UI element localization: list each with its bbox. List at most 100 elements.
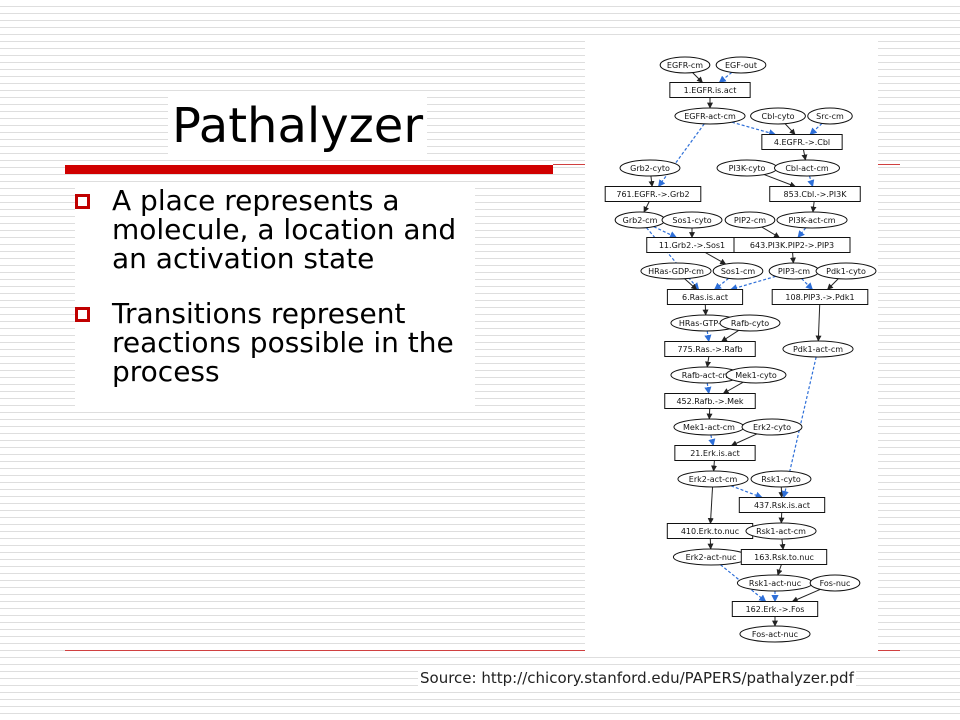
place-ellipse <box>774 159 840 177</box>
dashed-arc <box>713 277 729 290</box>
place-node: Fos-nuc <box>809 574 861 592</box>
node-label: EGFR-act-cm <box>684 112 736 121</box>
transition-node: 1.EGFR.is.act <box>669 82 751 98</box>
transition-node: 162.Erk.->.Fos <box>731 601 819 617</box>
transition-node: 6.Ras.is.act <box>666 289 744 305</box>
transition-node: 775.Ras.->.Rafb <box>664 341 756 357</box>
transition-box <box>769 186 861 202</box>
bullet-list: A place represents a molecule, a locatio… <box>75 186 475 412</box>
place-node: PI3K-cyto <box>716 159 778 177</box>
dashed-arc <box>657 123 705 188</box>
place-ellipse <box>677 470 749 488</box>
solid-arc <box>730 433 758 446</box>
node-label: Grb2-cm <box>623 216 658 225</box>
place-node: Erk2-act-cm <box>677 470 749 488</box>
dashed-arc <box>797 227 807 239</box>
node-label: Erk2-cyto <box>753 423 791 432</box>
place-node: Mek1-cyto <box>725 366 787 384</box>
solid-arc <box>779 538 786 551</box>
node-label: Cbl-act-cm <box>785 164 828 173</box>
node-label: PIP3-cm <box>778 267 810 276</box>
place-node: Sos1-cyto <box>661 211 723 229</box>
node-label: Rsk1-act-cm <box>756 527 806 536</box>
solid-arc <box>776 564 783 576</box>
node-label: Src-cm <box>816 112 844 121</box>
dashed-arc <box>807 175 815 188</box>
transition-node: 21.Erk.is.act <box>674 445 756 461</box>
transition-box <box>733 237 851 253</box>
bullet-text: A place represents a molecule, a locatio… <box>112 184 457 275</box>
node-label: PI3K-act-cm <box>788 216 835 225</box>
place-ellipse <box>659 56 711 74</box>
solid-arc <box>707 486 714 525</box>
transition-node: 108.PIP3.->.Pdk1 <box>771 289 869 305</box>
place-node: EGFR-act-cm <box>674 107 746 125</box>
node-label: 6.Ras.is.act <box>682 293 728 302</box>
node-label: 853.Cbl.->.PI3K <box>784 190 848 199</box>
transition-node: 410.Erk.to.nuc <box>666 523 754 539</box>
transition-box <box>664 393 756 409</box>
place-ellipse <box>725 366 787 384</box>
bullet-item: Transitions represent reactions possible… <box>75 299 475 386</box>
place-ellipse <box>724 211 776 229</box>
transition-box <box>771 289 869 305</box>
solid-arc <box>815 304 822 342</box>
bullet-item: A place represents a molecule, a locatio… <box>75 186 475 273</box>
dashed-arc <box>718 71 733 83</box>
transition-node: 761.EGFR.->.Grb2 <box>604 186 702 202</box>
dashed-arc <box>708 434 716 447</box>
square-bullet-icon <box>75 307 90 322</box>
solid-arc <box>692 72 703 83</box>
node-label: Fos-act-nuc <box>752 630 798 639</box>
solid-arc <box>711 460 718 472</box>
node-label: 643.PI3K.PIP2->.PIP3 <box>750 241 834 250</box>
place-node: Src-cm <box>807 107 853 125</box>
place-ellipse <box>745 522 817 540</box>
place-ellipse <box>712 262 764 280</box>
solid-arc <box>684 278 698 290</box>
node-label: 163.Rsk.to.nuc <box>754 553 814 562</box>
node-label: Rsk1-cyto <box>761 475 801 484</box>
node-label: Fos-nuc <box>820 579 851 588</box>
solid-arc <box>801 149 808 161</box>
node-label: Erk2-act-nuc <box>686 553 737 562</box>
transition-node: 452.Rafb.->.Mek <box>664 393 756 409</box>
solid-arc <box>763 174 796 188</box>
transition-box <box>666 289 744 305</box>
transition-node: 163.Rsk.to.nuc <box>740 549 828 565</box>
place-ellipse <box>741 418 803 436</box>
bullet-text: Transitions represent reactions possible… <box>112 297 454 388</box>
square-bullet-icon <box>75 194 90 209</box>
transition-box <box>740 549 828 565</box>
solid-arc <box>761 226 780 238</box>
place-node: EGF-out <box>715 56 767 74</box>
solid-arc <box>705 356 712 368</box>
place-node: Cbl-cyto <box>750 107 806 125</box>
transition-box <box>674 445 756 461</box>
node-label: Rafb-act-cm <box>682 371 731 380</box>
place-node: Pdk1-cyto <box>815 262 877 280</box>
node-label: Grb2-cyto <box>630 164 670 173</box>
dashed-arc <box>653 226 678 239</box>
node-label: Erk2-act-cm <box>689 475 738 484</box>
place-ellipse <box>750 107 806 125</box>
transition-node: 11.Grb2.->.Sos1 <box>646 237 738 253</box>
place-node: Pdk1-act-cm <box>782 340 854 358</box>
place-node: PIP2-cm <box>724 211 776 229</box>
transition-box <box>761 134 843 150</box>
dashed-arc <box>646 227 700 291</box>
node-label: 437.Rsk.is.act <box>754 501 810 510</box>
place-node: Cbl-act-cm <box>774 159 840 177</box>
solid-arc <box>810 201 817 213</box>
dashed-arc <box>809 123 823 135</box>
place-node: Rsk1-act-cm <box>745 522 817 540</box>
transition-node: 437.Rsk.is.act <box>738 497 826 513</box>
place-node: Grb2-cm <box>614 211 666 229</box>
solid-arc <box>789 252 796 264</box>
dashed-arc <box>731 121 777 137</box>
transition-box <box>664 341 756 357</box>
node-label: Rafb-cyto <box>731 319 769 328</box>
node-label: Mek1-cyto <box>735 371 777 380</box>
node-label: 4.EGFR.->.Cbl <box>774 138 830 147</box>
